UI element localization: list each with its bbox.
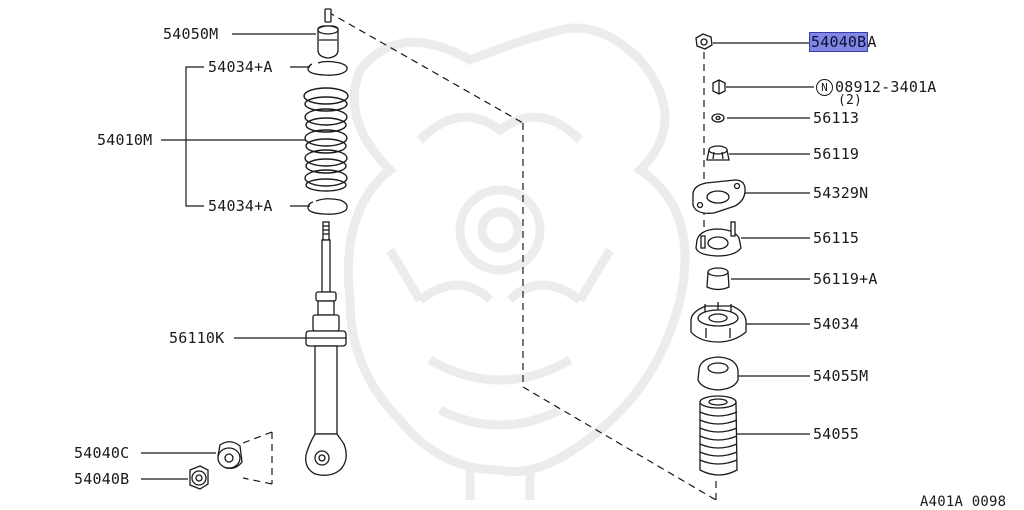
washer-56113 <box>711 113 725 123</box>
spring-seat-rubber-top <box>307 60 348 76</box>
bushing-56119 <box>706 145 730 161</box>
spring-seat-rubber-bottom <box>307 198 348 215</box>
label-54055M[interactable]: 54055M <box>813 367 869 385</box>
label-54040BA[interactable]: 54040BA <box>808 32 877 52</box>
label-08912-quantity: (2) <box>838 93 863 108</box>
label-08912-number: 08912-3401A <box>835 78 937 96</box>
label-54010M[interactable]: 54010M <box>97 131 153 149</box>
samurai-watermark <box>343 23 690 500</box>
label-54040B[interactable]: 54040B <box>74 470 130 488</box>
label-54040C[interactable]: 54040C <box>74 444 130 462</box>
bump-stop-54050M <box>317 8 339 59</box>
nut-54040BA <box>695 33 713 50</box>
leader-lines <box>141 33 814 480</box>
dust-boot-54055 <box>699 395 738 476</box>
label-56119A[interactable]: 56119+A <box>813 270 878 288</box>
label-54034A-top[interactable]: 54034+A <box>208 58 273 76</box>
seat-54055M <box>697 356 739 391</box>
mount-56115 <box>695 221 742 257</box>
plate-54329N <box>692 179 746 214</box>
bushing-54040C <box>217 441 243 470</box>
label-54040BA-suffix: A <box>867 33 877 51</box>
coil-spring-54010M <box>303 87 349 192</box>
label-54034[interactable]: 54034 <box>813 315 860 333</box>
nut-54040B <box>189 465 209 490</box>
label-54034A-bottom[interactable]: 54034+A <box>208 197 273 215</box>
label-54050M[interactable]: 54050M <box>163 25 219 43</box>
label-56113[interactable]: 56113 <box>813 109 860 127</box>
diagram-code: A401A 0098 <box>920 494 1007 510</box>
bushing-56119A <box>706 267 730 291</box>
nut-08912-3401A <box>712 79 726 95</box>
label-56110K[interactable]: 56110K <box>169 329 225 347</box>
label-56115[interactable]: 56115 <box>813 229 860 247</box>
label-54055[interactable]: 54055 <box>813 425 860 443</box>
highlighted-part-number[interactable]: 54040B <box>808 32 869 52</box>
dashed-guide-lines <box>242 11 717 501</box>
insulator-54034 <box>690 302 747 343</box>
label-56119[interactable]: 56119 <box>813 145 860 163</box>
label-54329N[interactable]: 54329N <box>813 184 869 202</box>
shock-absorber-56110K <box>305 221 347 476</box>
n-symbol-icon: N <box>816 79 833 96</box>
